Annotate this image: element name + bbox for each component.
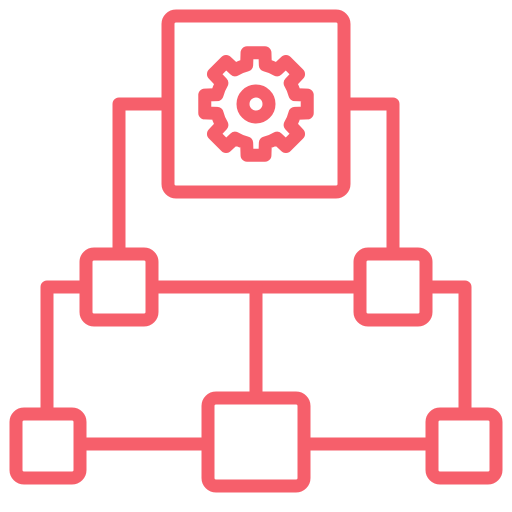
gear-box [161,9,351,199]
gear-hub [236,84,276,124]
mid-right-node [353,247,433,327]
bottom-left-node [9,407,87,485]
connector-top-right [337,97,400,263]
connector-left-down [40,280,93,425]
connector-right-down [419,280,472,425]
connector-top-left [112,97,175,263]
gear-icon [198,46,314,162]
mid-left-node [79,247,159,327]
bottom-right-node [425,407,503,485]
connector-lines [40,97,472,451]
bottom-center-node [201,391,311,493]
node-boxes [9,9,503,493]
gear-outline [198,46,314,162]
